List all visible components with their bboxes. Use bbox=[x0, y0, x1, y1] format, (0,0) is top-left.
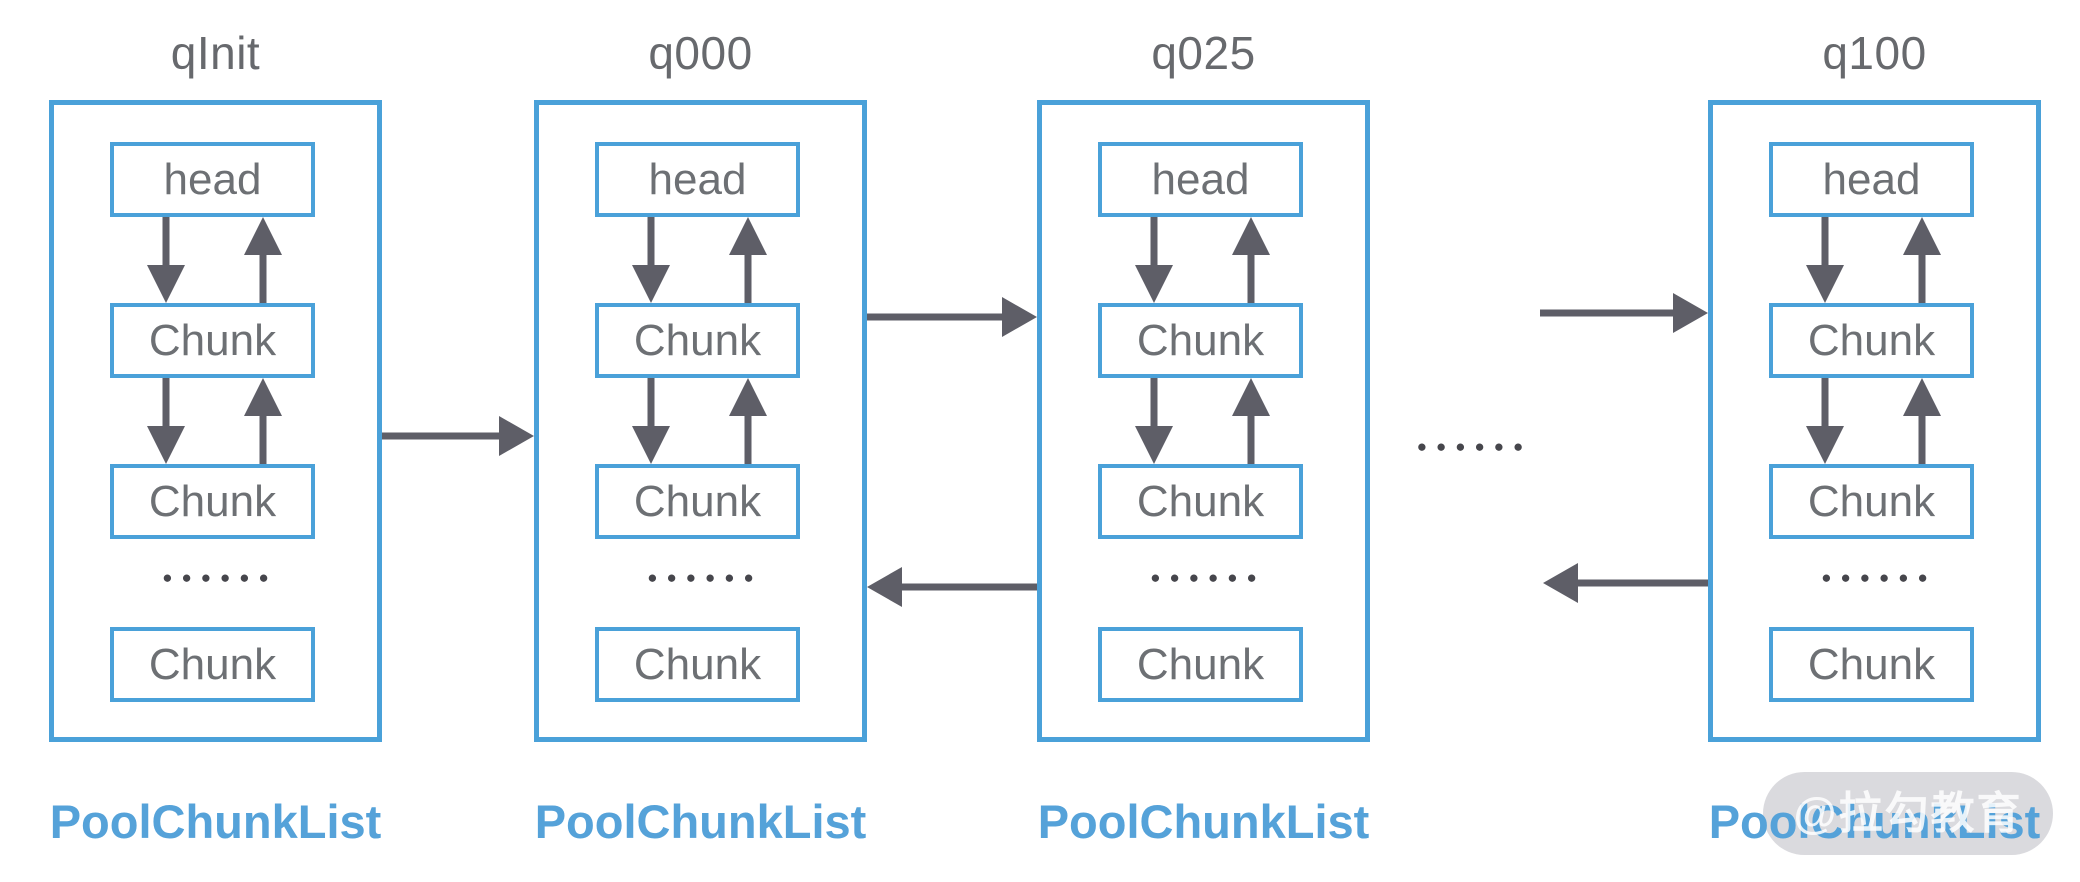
column-title-q025: q025 bbox=[1151, 27, 1256, 79]
head-node: head bbox=[1769, 142, 1974, 217]
ellipsis-dots: ●●●●●● bbox=[1416, 437, 1533, 456]
arrow-down-icon bbox=[1806, 378, 1844, 464]
arrow-up-icon bbox=[729, 378, 767, 464]
pool-chunk-list-label: PoolChunkList bbox=[49, 795, 382, 848]
arrow-right-icon bbox=[1540, 293, 1708, 333]
arrow-down-icon bbox=[1135, 217, 1173, 303]
watermark-badge bbox=[1763, 772, 2053, 855]
arrow-up-icon bbox=[1903, 378, 1941, 464]
ellipsis-dots: ●●●●●● bbox=[647, 568, 763, 587]
pool-chunk-list-box-q100: head Chunk Chunk ●●●●●● Chunk bbox=[1708, 100, 2041, 742]
arrow-left-icon bbox=[1543, 563, 1708, 603]
arrow-up-icon bbox=[1903, 217, 1941, 303]
chunk-node: Chunk bbox=[110, 303, 315, 378]
chunk-node: Chunk bbox=[595, 303, 800, 378]
pool-chunk-list-box-qinit: head Chunk Chunk ●●●●●● Chunk bbox=[49, 100, 382, 742]
chunk-node: Chunk bbox=[595, 464, 800, 539]
ellipsis-dots: ●●●●●● bbox=[1821, 568, 1937, 587]
arrow-down-icon bbox=[147, 217, 185, 303]
arrow-up-icon bbox=[1232, 378, 1270, 464]
arrow-down-icon bbox=[147, 378, 185, 464]
chunk-node: Chunk bbox=[1098, 627, 1303, 702]
arrow-up-icon bbox=[244, 217, 282, 303]
pool-chunk-list-label: PoolChunkList bbox=[1037, 795, 1370, 848]
head-node: head bbox=[1098, 142, 1303, 217]
arrow-left-icon bbox=[867, 567, 1037, 607]
pool-chunk-list-label: PoolChunkList bbox=[1708, 795, 2041, 848]
arrow-down-icon bbox=[632, 217, 670, 303]
chunk-node: Chunk bbox=[1769, 627, 1974, 702]
watermark-text: @拉勾教育 bbox=[1793, 789, 2023, 838]
arrow-right-icon bbox=[867, 297, 1037, 337]
head-node: head bbox=[110, 142, 315, 217]
arrow-up-icon bbox=[1232, 217, 1270, 303]
arrow-up-icon bbox=[729, 217, 767, 303]
chunk-node: Chunk bbox=[595, 627, 800, 702]
pool-chunk-list-box-q025: head Chunk Chunk ●●●●●● Chunk bbox=[1037, 100, 1370, 742]
arrow-down-icon bbox=[1135, 378, 1173, 464]
pool-chunk-list-box-q000: head Chunk Chunk ●●●●●● Chunk bbox=[534, 100, 867, 742]
column-title-qinit: qInit bbox=[170, 27, 261, 79]
column-title-q000: q000 bbox=[648, 27, 753, 79]
arrow-down-icon bbox=[632, 378, 670, 464]
chunk-node: Chunk bbox=[1098, 303, 1303, 378]
chunk-node: Chunk bbox=[1769, 303, 1974, 378]
chunk-node: Chunk bbox=[110, 464, 315, 539]
pool-chunk-list-label: PoolChunkList bbox=[534, 795, 867, 848]
ellipsis-dots: ●●●●●● bbox=[162, 568, 278, 587]
arrow-up-icon bbox=[244, 378, 282, 464]
chunk-node: Chunk bbox=[1098, 464, 1303, 539]
ellipsis-dots: ●●●●●● bbox=[1150, 568, 1266, 587]
arrow-down-icon bbox=[1806, 217, 1844, 303]
arrow-right-icon bbox=[382, 416, 534, 456]
chunk-node: Chunk bbox=[110, 627, 315, 702]
column-title-q100: q100 bbox=[1822, 27, 1927, 79]
chunk-node: Chunk bbox=[1769, 464, 1974, 539]
head-node: head bbox=[595, 142, 800, 217]
